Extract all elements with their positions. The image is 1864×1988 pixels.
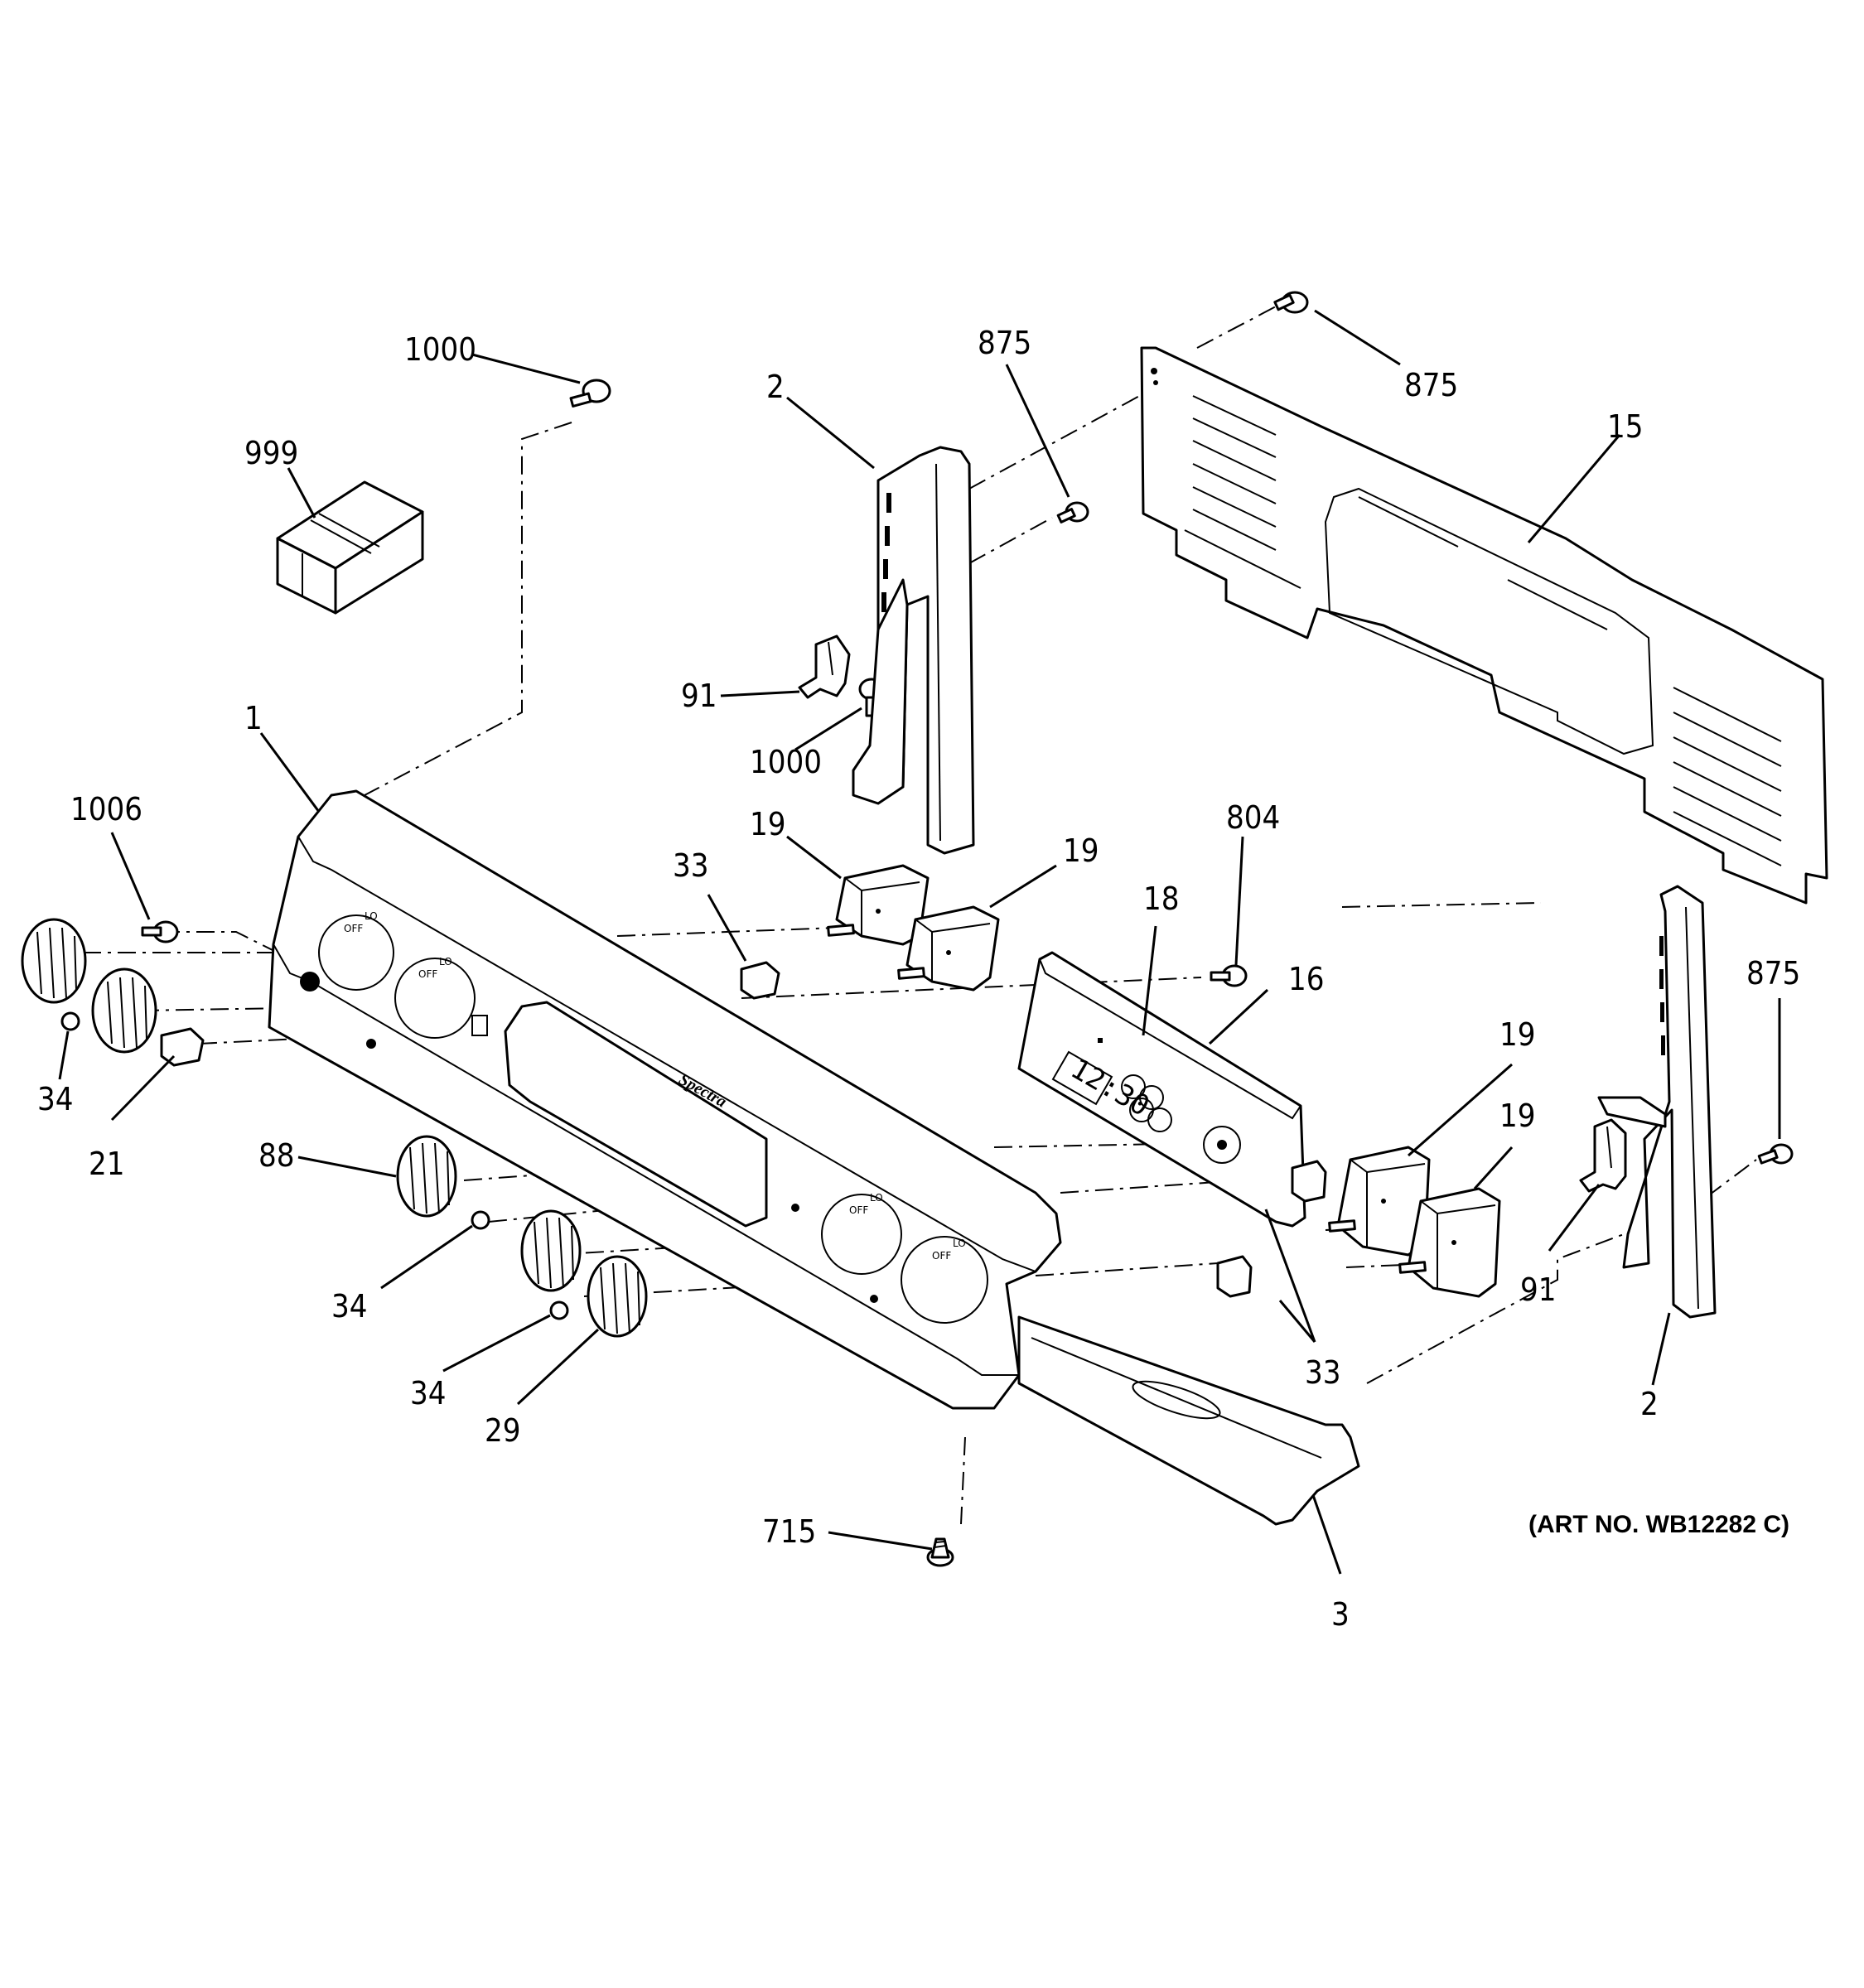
callout-1000-mid: 1000 xyxy=(750,744,822,780)
callout-19-d: 19 xyxy=(1499,1098,1536,1134)
dial-label-off-2: OFF xyxy=(418,968,437,980)
dial-label-off-3: OFF xyxy=(849,1204,868,1216)
callout-19-c: 19 xyxy=(1499,1016,1536,1053)
callout-715: 715 xyxy=(762,1513,816,1550)
dial-label-lo-2: LO xyxy=(439,956,452,967)
part-34-clip-left xyxy=(60,1011,80,1031)
screw-715 xyxy=(926,1537,954,1567)
callout-2-top: 2 xyxy=(766,369,785,405)
part-19-switch-d xyxy=(1398,1187,1501,1298)
callout-875-right: 875 xyxy=(1404,367,1458,403)
part-2-end-bracket-right xyxy=(1597,885,1717,1319)
callout-91-right: 91 xyxy=(1520,1271,1557,1308)
part-91-clip-right xyxy=(1579,1118,1627,1193)
dial-label-lo-4: LO xyxy=(953,1238,966,1249)
part-19-switch-b xyxy=(897,905,1000,992)
callout-999: 999 xyxy=(244,435,298,471)
callout-33-top: 33 xyxy=(673,847,709,884)
knob-29 xyxy=(587,1255,648,1338)
dial-label-lo-1: LO xyxy=(365,910,378,922)
knob-88 xyxy=(396,1135,457,1218)
callout-875-top: 875 xyxy=(978,325,1031,361)
callout-labels: 1000 999 2 875 875 15 91 1000 1 1006 19 … xyxy=(37,325,1800,1633)
part-34-clip-low xyxy=(549,1300,569,1320)
callout-1000-top: 1000 xyxy=(404,331,476,368)
callout-91-top: 91 xyxy=(681,678,717,714)
screw-875-top xyxy=(1273,291,1309,314)
part-3-trim xyxy=(1017,1315,1360,1526)
part-999-box xyxy=(276,480,424,615)
callout-33-low: 33 xyxy=(1305,1354,1341,1391)
callout-88: 88 xyxy=(258,1137,295,1174)
part-15-back-panel xyxy=(1140,346,1828,905)
callout-2-right: 2 xyxy=(1640,1386,1659,1422)
part-19-switch-c xyxy=(1328,1146,1431,1257)
screw-1000-top xyxy=(569,379,611,408)
part-34-clip-mid xyxy=(471,1210,490,1230)
callout-34-mid: 34 xyxy=(331,1288,368,1325)
leader-lines xyxy=(58,309,1781,1575)
part-2-end-bracket-left xyxy=(852,446,975,855)
callout-3: 3 xyxy=(1331,1596,1350,1633)
callout-18: 18 xyxy=(1143,881,1180,917)
callout-19-a: 19 xyxy=(750,806,786,842)
part-21-light-switch xyxy=(160,1027,205,1067)
knob-left-2 xyxy=(91,967,157,1054)
part-1-control-panel: Spectra LO OFF LO OFF LO OFF LO OFF xyxy=(268,789,1062,1410)
part-19-switch-a xyxy=(827,864,930,946)
part-33-switch-mid xyxy=(1291,1160,1327,1203)
callout-34-left: 34 xyxy=(37,1081,74,1117)
dial-label-lo-3: LO xyxy=(870,1192,883,1204)
knob-left-1 xyxy=(21,918,87,1004)
callout-16: 16 xyxy=(1288,961,1325,997)
callout-1006: 1006 xyxy=(70,791,142,828)
dial-label-off-1: OFF xyxy=(344,923,363,934)
screw-875-right xyxy=(1757,1143,1794,1165)
screw-875-mid xyxy=(1056,501,1089,524)
callout-29: 29 xyxy=(485,1412,521,1449)
callout-34-low: 34 xyxy=(410,1375,447,1411)
part-33-switch-low xyxy=(1216,1255,1253,1298)
callout-875-mid: 875 xyxy=(1746,955,1800,992)
part-33-switch-top xyxy=(740,961,780,1000)
callout-1: 1 xyxy=(244,700,263,736)
screw-1006 xyxy=(141,920,179,943)
dial-label-off-4: OFF xyxy=(932,1250,951,1262)
knob-right-1 xyxy=(520,1209,582,1292)
part-91-clip-top xyxy=(798,635,851,699)
callout-21: 21 xyxy=(89,1146,125,1182)
callout-19-b: 19 xyxy=(1063,832,1099,869)
callout-804: 804 xyxy=(1226,799,1280,836)
screw-804 xyxy=(1210,964,1248,987)
callout-15: 15 xyxy=(1607,408,1644,445)
part-16-control-board: 12:30 xyxy=(1017,951,1306,1228)
art-number: (ART NO. WB12282 C) xyxy=(1528,1511,1789,1538)
